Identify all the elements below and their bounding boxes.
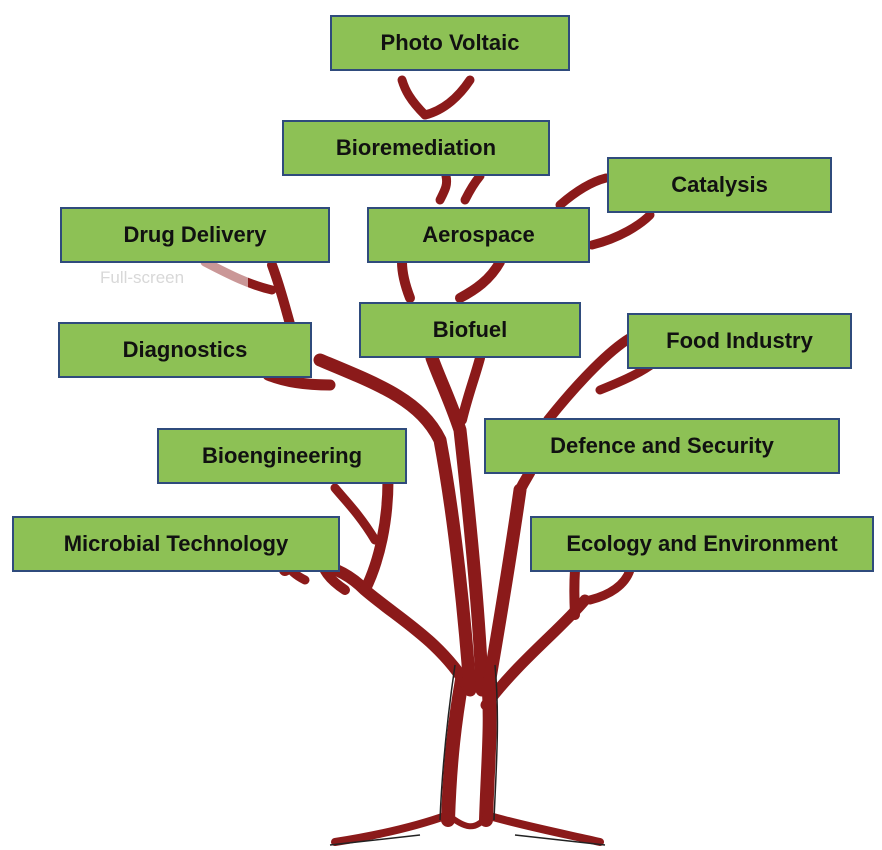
branch-left-main	[279, 558, 476, 696]
trunk-left	[441, 673, 469, 827]
node-microbial-technology: Microbial Technology	[12, 516, 340, 572]
branch-bioremediation-b	[460, 171, 485, 205]
node-drug-delivery: Drug Delivery	[60, 207, 330, 263]
branch-ecology-b	[585, 565, 635, 605]
branch-defence	[514, 466, 536, 496]
trunk-outline-right	[493, 664, 499, 821]
node-food-industry: Food Industry	[627, 313, 852, 369]
branch-bioengineering-b	[330, 483, 380, 545]
branch-center-left	[313, 353, 477, 697]
node-ecology-and-environment: Ecology and Environment	[530, 516, 874, 572]
branch-bioengineering	[359, 474, 394, 596]
branch-photovoltaic-a	[397, 75, 430, 120]
branch-center	[425, 351, 489, 697]
node-bioremediation: Bioremediation	[282, 120, 550, 176]
node-photo-voltaic: Photo Voltaic	[330, 15, 570, 71]
branch-right-main	[481, 483, 527, 697]
branch-bioremediation-a	[435, 171, 452, 205]
branch-catalysis-b	[587, 210, 655, 250]
node-catalysis: Catalysis	[607, 157, 832, 213]
node-aerospace: Aerospace	[367, 207, 590, 263]
trunk-outline-left	[439, 664, 456, 821]
branch-ecology-a	[569, 565, 580, 620]
branch-catalysis-a	[555, 173, 611, 210]
root-left	[331, 811, 452, 846]
node-defence-and-security: Defence and Security	[484, 418, 840, 474]
node-diagnostics: Diagnostics	[58, 322, 312, 378]
branch-photovoltaic-b	[420, 75, 475, 120]
node-biofuel: Biofuel	[359, 302, 581, 358]
root-mid	[445, 812, 491, 830]
branch-aerospace-left	[397, 257, 415, 303]
root-right	[482, 811, 604, 846]
branch-biofuel-right	[457, 353, 485, 425]
node-bioengineering: Bioengineering	[157, 428, 407, 484]
branch-aerospace-right	[455, 257, 505, 303]
root-outline	[329, 834, 606, 846]
branch-food-a	[543, 333, 635, 425]
fullscreen-overlay[interactable]: Full-screen	[38, 258, 248, 298]
